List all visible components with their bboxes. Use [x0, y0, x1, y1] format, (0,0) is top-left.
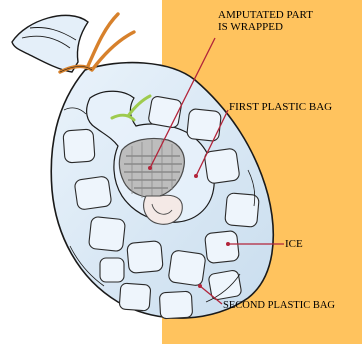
pointer-dot [226, 242, 230, 246]
label-ice: ICE [285, 238, 325, 250]
bag-neck [12, 15, 88, 72]
pointer-dot [194, 174, 198, 178]
label-first-plastic-bag: FIRST PLASTIC BAG [229, 101, 359, 113]
pointer-dot [198, 284, 202, 288]
label-second-plastic-bag: SECOND PLASTIC BAG [223, 300, 362, 312]
label-amputated-part: AMPUTATED PART IS WRAPPED [218, 9, 338, 33]
pointer-dot [148, 166, 152, 170]
